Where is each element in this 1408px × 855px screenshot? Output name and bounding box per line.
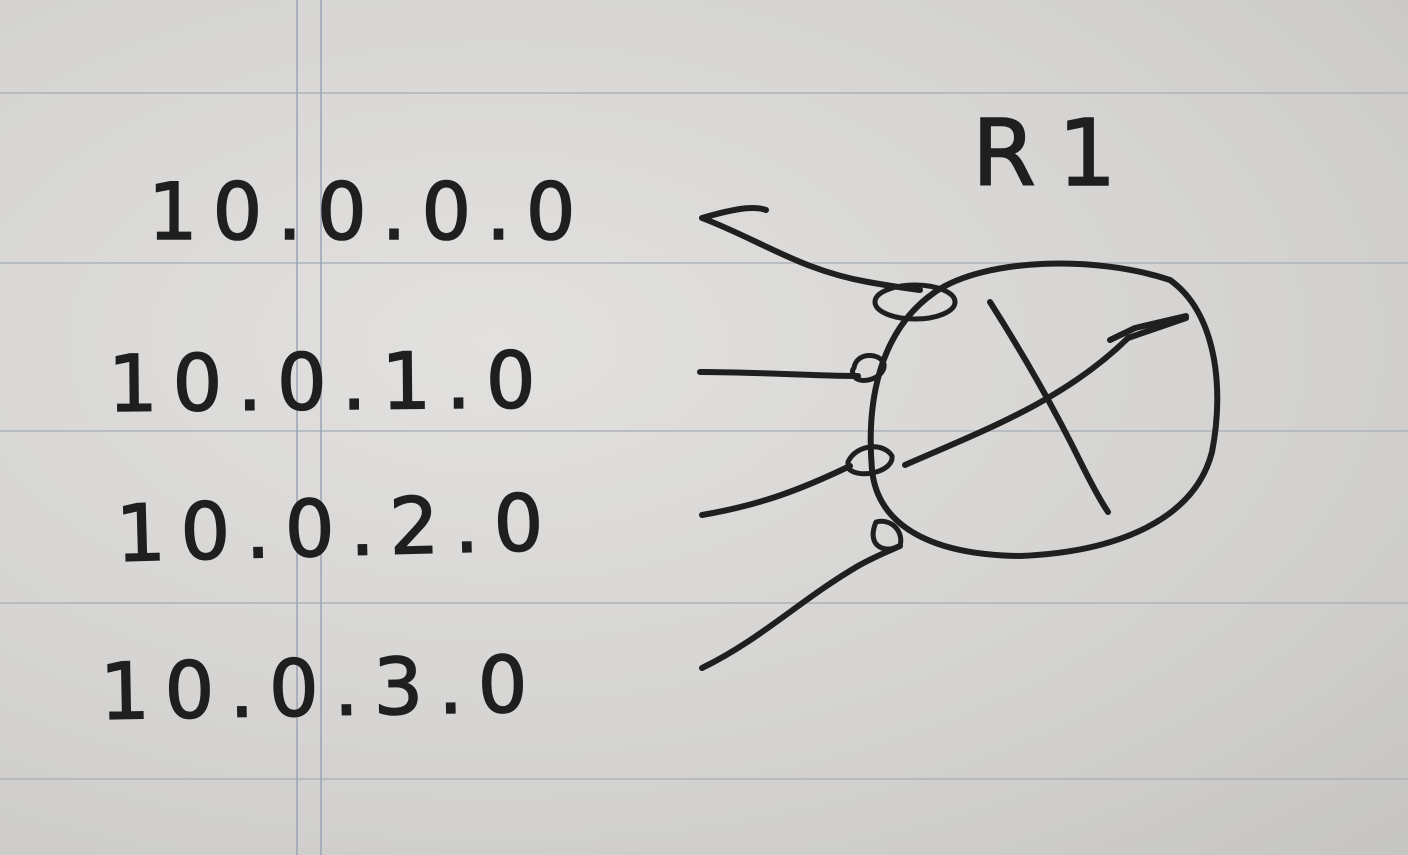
router-circle: [867, 260, 1221, 559]
margin-line: [296, 0, 298, 855]
ruled-line: [0, 602, 1408, 604]
ruled-line: [0, 430, 1408, 432]
interface-icon: [850, 353, 887, 383]
router-icon: [867, 260, 1221, 559]
network-label-10-0-0-0: 10.0.0.0: [147, 167, 591, 259]
link-10-0-0-0: [699, 205, 923, 293]
interface-icon: [872, 282, 958, 322]
margin-line: [320, 0, 322, 855]
link-10-0-1-0: [697, 369, 861, 379]
router-x-stroke-down: [987, 299, 1111, 515]
ruled-line: [0, 92, 1408, 94]
router-label: R1: [971, 99, 1139, 208]
ruled-line: [0, 262, 1408, 264]
router-x-stroke-up: [902, 315, 1189, 468]
interface-icon: [845, 444, 895, 477]
router-x-arrowhead: [1107, 313, 1189, 343]
link-10-0-3-0: [699, 543, 903, 671]
ruled-line: [0, 778, 1408, 780]
link-10-0-2-0: [699, 463, 853, 518]
